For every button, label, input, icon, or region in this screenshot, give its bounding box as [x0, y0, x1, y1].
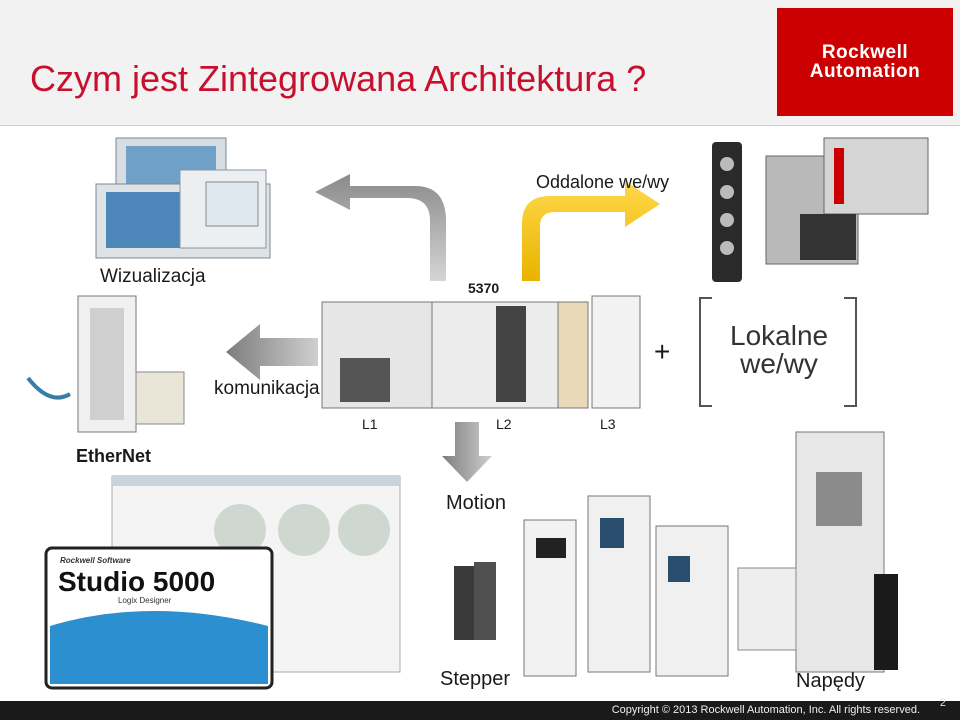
ethernet-switch-image [28, 296, 184, 432]
logo-line-1: Rockwell [822, 43, 908, 62]
label-5370: 5370 [468, 280, 499, 296]
hmi-panels-image [96, 138, 270, 258]
label-l2: L2 [496, 416, 512, 432]
stepper-drives-image [454, 562, 496, 640]
label-ethernet: EtherNet [76, 446, 151, 467]
copyright-text: Copyright © 2013 Rockwell Automation, In… [612, 704, 920, 716]
label-local-io-line1: Lokalne [730, 322, 828, 350]
arrow-to-visualization [315, 174, 446, 281]
slide-title: Czym jest Zintegrowana Architektura ? [30, 58, 646, 100]
arrow-to-motion [442, 422, 492, 482]
label-motion: Motion [446, 492, 506, 515]
powerflex-drives-image [738, 432, 898, 672]
slide-footer: Copyright © 2013 Rockwell Automation, In… [0, 701, 960, 720]
architecture-illustration [0, 126, 960, 701]
controller-5370-image [322, 296, 640, 408]
software-vendor: Rockwell Software [60, 556, 131, 565]
label-drives: Napędy [796, 670, 865, 693]
label-communication: komunikacja [214, 378, 320, 400]
local-io-bracket-left [700, 298, 712, 406]
label-local-io-line2: we/wy [730, 350, 828, 378]
logo-line-2: Automation [810, 62, 921, 81]
rockwell-logo: Rockwell Automation [777, 8, 953, 116]
label-l3: L3 [600, 416, 616, 432]
plus-icon: + [654, 336, 670, 368]
label-stepper: Stepper [440, 668, 510, 691]
software-product: Studio 5000 [58, 566, 215, 598]
arrow-to-remote-io [522, 181, 660, 281]
servo-drives-image [524, 496, 728, 676]
label-visualization: Wizualizacja [100, 266, 206, 288]
page-number: 2 [940, 697, 946, 709]
label-local-io: Lokalne we/wy [730, 322, 828, 378]
local-io-bracket-right [844, 298, 856, 406]
label-l1: L1 [362, 416, 378, 432]
remote-io-image [712, 138, 928, 282]
label-remote-io: Oddalone we/wy [536, 172, 669, 193]
arrow-communication [226, 324, 318, 380]
software-subtitle: Logix Designer [118, 596, 171, 605]
